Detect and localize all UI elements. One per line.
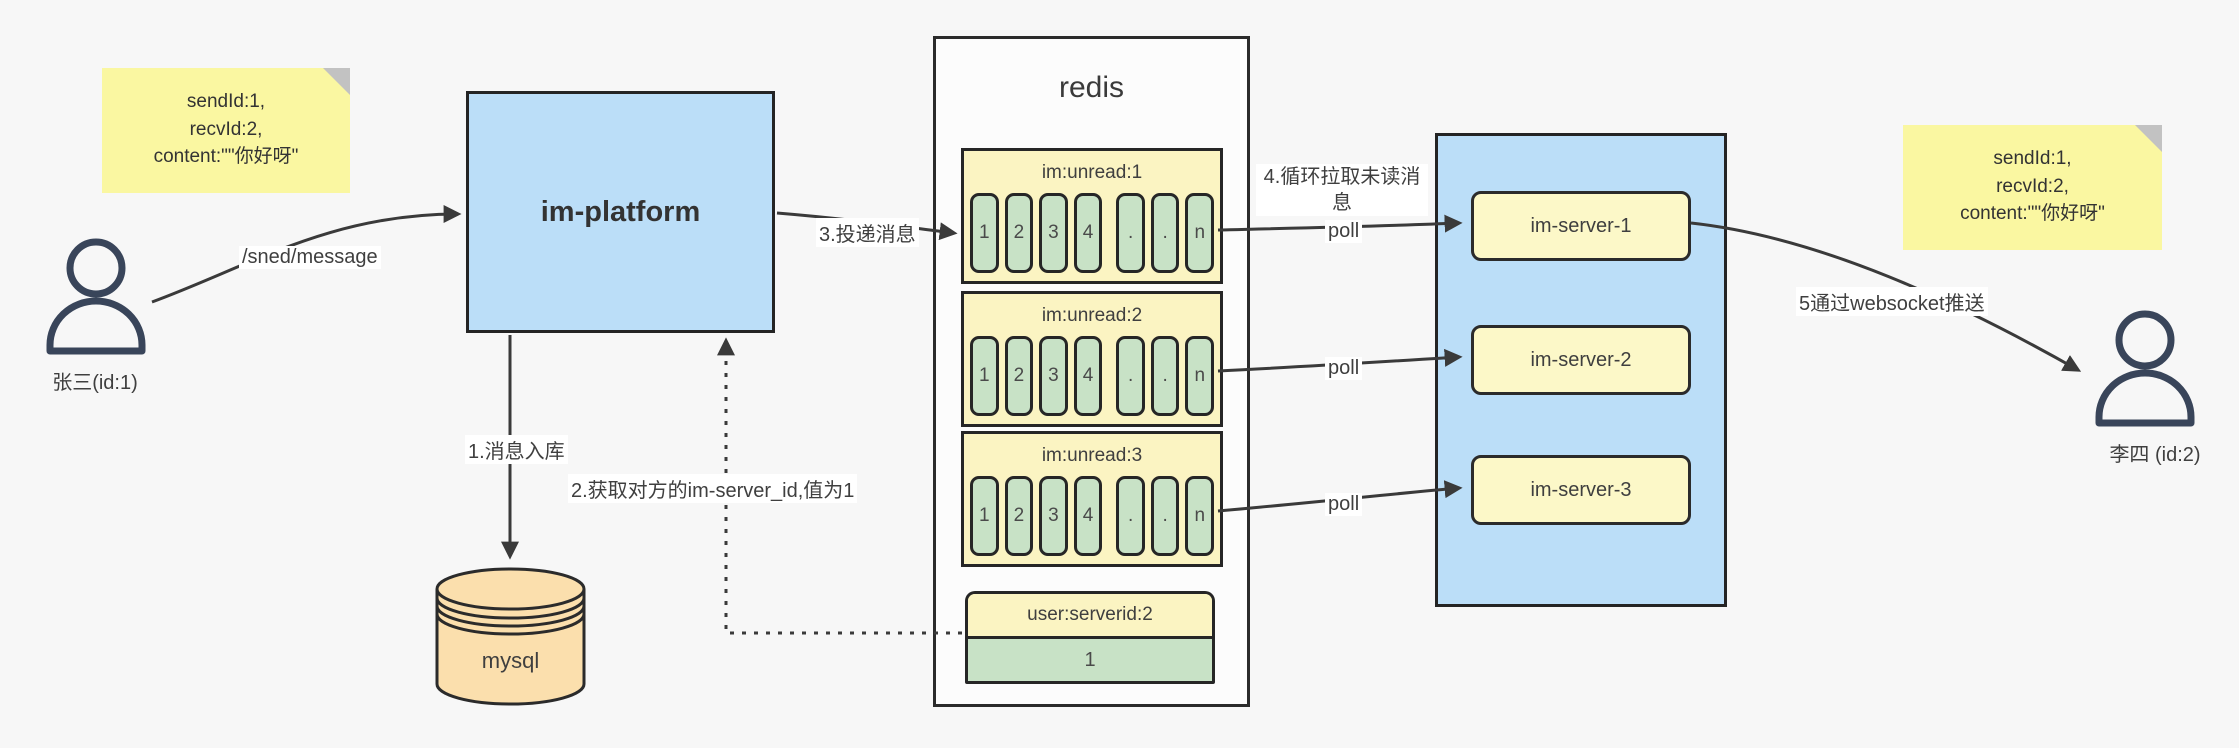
note-right-text: sendId:1, recvId:2, content:""你好呀": [1903, 145, 2162, 228]
queue-cell: 2: [1004, 476, 1034, 556]
queue-cell: .: [1116, 193, 1145, 273]
im-server-cluster: im-server-1 im-server-2 im-server-3: [1435, 133, 1727, 607]
queue-cell: 1: [970, 476, 999, 556]
label-step2: 2.获取对方的im-server_id,值为1: [568, 474, 858, 503]
user-receiver-icon: [2090, 310, 2200, 428]
label-poll-1: poll: [1325, 220, 1363, 243]
im-server-2-box: im-server-2: [1471, 325, 1691, 395]
note-line: sendId:1,: [186, 91, 266, 112]
label-send-message: /sned/message: [239, 246, 381, 269]
user-serverid-block: user:serverid:2 1: [965, 591, 1215, 684]
user-sender-icon: [44, 238, 148, 356]
queue-cell: 1: [970, 336, 999, 416]
queue-cell: 3: [1039, 336, 1068, 416]
queue-cell: n: [1185, 476, 1215, 556]
label-poll-3: poll: [1325, 493, 1363, 516]
note-line: recvId:2,: [1996, 175, 2069, 197]
queue-unread-1: im:unread:1 1 2 3 4 . . n: [961, 148, 1223, 284]
queue-cells: 1 2 3 4 . . n: [964, 336, 1220, 424]
user-serverid-key: user:serverid:2: [968, 594, 1212, 639]
queue-cell: n: [1185, 336, 1215, 416]
im-server-1-box: im-server-1: [1471, 191, 1691, 261]
im-server-3-box: im-server-3: [1471, 455, 1691, 525]
receiver-label: 李四 (id:2): [2109, 444, 2201, 466]
redis-title: redis: [1058, 71, 1125, 104]
redis-container: redis im:unread:1 1 2 3 4 . . n im:unrea…: [933, 36, 1250, 707]
label-step1: 1.消息入库: [465, 435, 568, 464]
label-step3: 3.投递消息: [816, 218, 919, 247]
queue-cells: 1 2 3 4 . . n: [964, 193, 1220, 281]
queue-cell: 4: [1073, 193, 1103, 273]
label-poll-2: poll: [1325, 357, 1363, 380]
note-line: sendId:1,: [1993, 148, 2072, 169]
note-left: sendId:1, recvId:2, content:""你好呀": [102, 68, 350, 193]
mysql-cylinder-icon: [433, 565, 588, 710]
note-left-text: sendId:1, recvId:2, content:""你好呀": [102, 88, 350, 171]
mysql-label: mysql: [481, 648, 540, 673]
queue-cell: .: [1150, 476, 1180, 556]
user-serverid-value: 1: [968, 639, 1212, 681]
queue-header: im:unread:3: [1041, 445, 1143, 466]
sender-label: 张三(id:1): [52, 372, 138, 394]
queue-cell: .: [1150, 336, 1180, 416]
note-right: sendId:1, recvId:2, content:""你好呀": [1903, 125, 2162, 250]
label-step5: 5通过websocket推送: [1796, 287, 1988, 316]
label-step4: 4.循环拉取未读消息: [1256, 164, 1428, 216]
queue-unread-3: im:unread:3 1 2 3 4 . . n: [961, 431, 1223, 567]
queue-cell: .: [1116, 336, 1145, 416]
queue-cell: 3: [1039, 193, 1068, 273]
queue-cell: n: [1185, 193, 1215, 273]
note-line: recvId:2,: [189, 118, 263, 140]
note-line: content:""你好呀": [1960, 203, 2105, 225]
im-platform-box: im-platform: [466, 91, 775, 333]
queue-unread-2: im:unread:2 1 2 3 4 . . n: [961, 291, 1223, 427]
queue-cell: .: [1150, 193, 1180, 273]
queue-cell: 4: [1073, 336, 1103, 416]
queue-cell: 1: [970, 193, 999, 273]
im-platform-label: im-platform: [540, 195, 701, 228]
queue-cell: .: [1116, 476, 1145, 556]
queue-cell: 2: [1004, 336, 1034, 416]
queue-header: im:unread:1: [1041, 162, 1143, 183]
queue-cell: 2: [1004, 193, 1034, 273]
queue-cells: 1 2 3 4 . . n: [964, 476, 1220, 564]
queue-header: im:unread:2: [1041, 305, 1143, 326]
queue-cell: 4: [1073, 476, 1103, 556]
note-line: content:""你好呀": [153, 146, 299, 168]
queue-cell: 3: [1039, 476, 1068, 556]
